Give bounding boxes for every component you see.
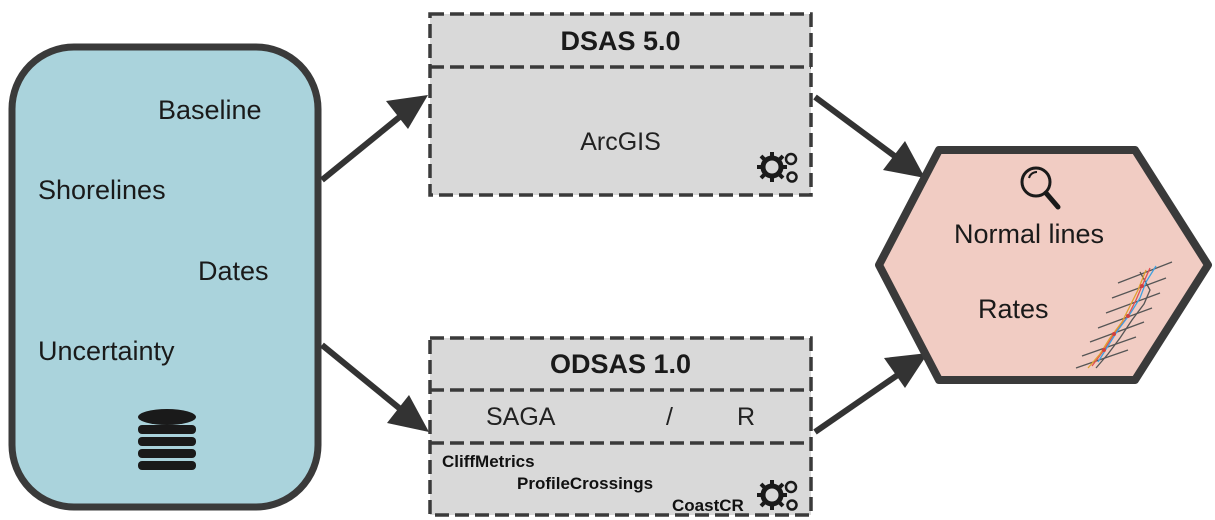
arrow-input-to-dsas (320, 112, 404, 183)
odsas-platform-saga: SAGA (486, 403, 556, 431)
dsas-box (428, 12, 813, 197)
odsas-title: ODSAS 1.0 (549, 349, 692, 379)
odsas-platform-separator: / (666, 403, 673, 431)
arrows (320, 94, 928, 435)
input-label-dates: Dates (198, 256, 269, 286)
input-label-shorelines: Shorelines (38, 175, 166, 205)
database-icon (138, 409, 196, 470)
input-label-uncertainty: Uncertainty (38, 336, 175, 366)
dsas-title: DSAS 5.0 (560, 26, 681, 56)
gears-icon (757, 480, 798, 511)
input-label-baseline: Baseline (158, 95, 262, 125)
gears-icon (757, 152, 798, 183)
odsas-tool-profilecrossings: ProfileCrossings (517, 474, 654, 493)
dsas-platform: ArcGIS (580, 128, 661, 156)
input-data-box (8, 43, 322, 511)
odsas-box (428, 336, 813, 517)
transect-plot-icon (1075, 261, 1173, 369)
output-label-normal-lines: Normal lines (954, 219, 1105, 249)
arrow-odsas-to-output (813, 369, 904, 435)
odsas-tool-coastcr: CoastCR (672, 496, 744, 515)
odsas-platform-r: R (737, 403, 756, 431)
output-hexagon (875, 146, 1212, 384)
arrow-dsas-to-output (813, 94, 902, 163)
magnifier-icon (1020, 166, 1061, 210)
arrow-input-to-odsas (320, 342, 406, 415)
odsas-tool-cliffmetrics: CliffMetrics (442, 452, 535, 471)
output-label-rates: Rates (978, 294, 1049, 324)
